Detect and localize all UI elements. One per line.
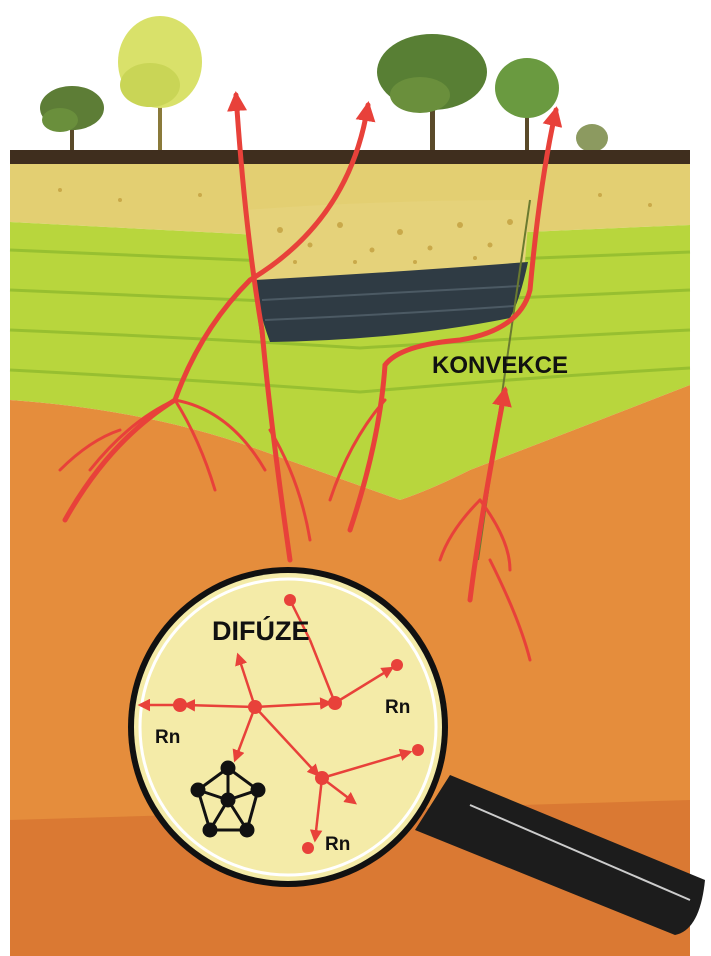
- radon-label: Rn: [385, 697, 410, 718]
- radon-atom: [248, 700, 262, 714]
- ground-surface: [10, 150, 690, 164]
- tree-icon: [576, 124, 608, 152]
- radon-label: Rn: [325, 834, 350, 855]
- radon-atom: [328, 696, 342, 710]
- radon-atom: [173, 698, 187, 712]
- convection-label: KONVEKCE: [432, 352, 568, 379]
- radon-atom: [412, 744, 424, 756]
- radon-atom: [302, 842, 314, 854]
- radon-atom: [315, 771, 329, 785]
- radon-label: Rn: [155, 727, 180, 748]
- radon-atom: [391, 659, 403, 671]
- diffusion-label: DIFÚZE: [212, 615, 310, 646]
